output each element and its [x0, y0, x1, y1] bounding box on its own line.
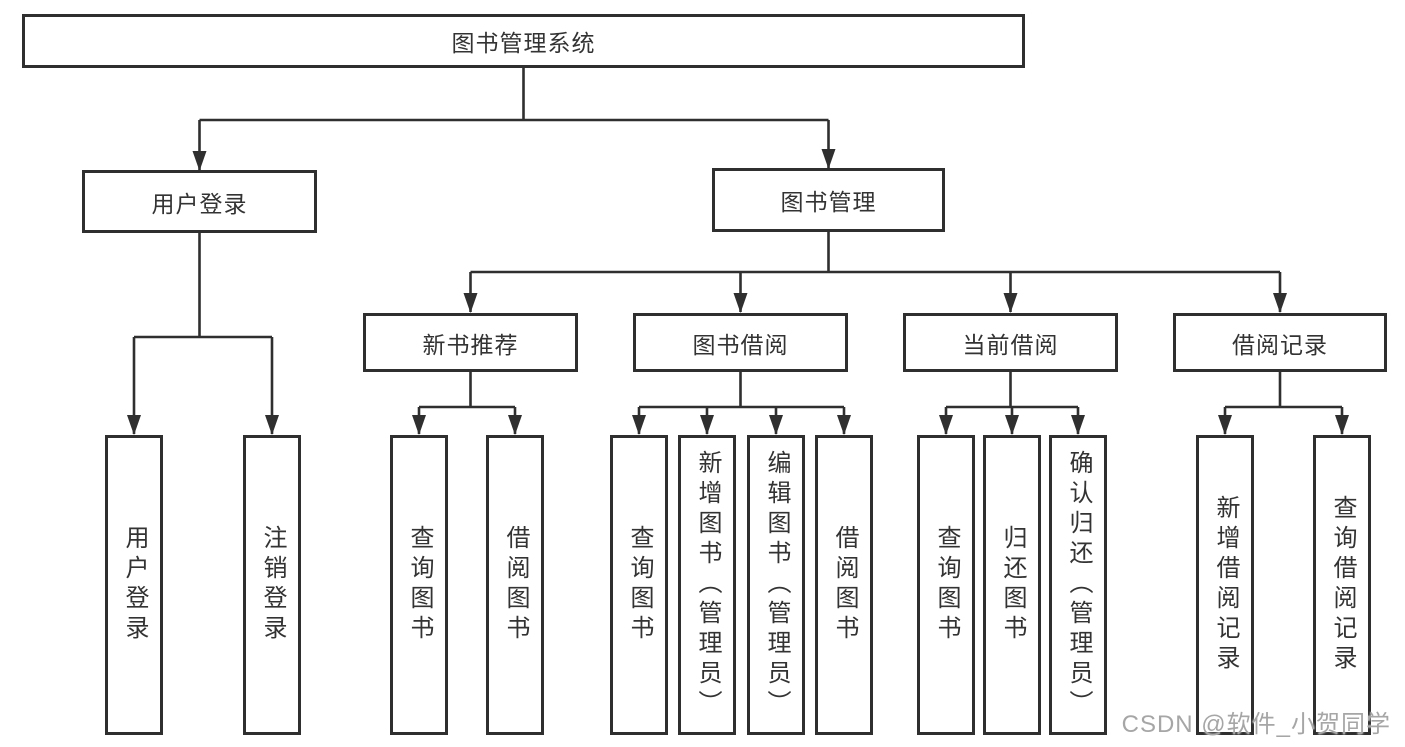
leaf-logout: 注销登录	[243, 435, 301, 735]
leaf-edit-books-admin: 编辑图书（管理员）	[747, 435, 805, 735]
node-borrowing-records: 借阅记录	[1173, 313, 1387, 372]
node-new-book-recommendation: 新书推荐	[363, 313, 578, 372]
node-book-borrowing: 图书借阅	[633, 313, 848, 372]
leaf-query-books-recommend: 查询图书	[390, 435, 448, 735]
leaf-return-books: 归还图书	[983, 435, 1041, 735]
leaf-query-books-current: 查询图书	[917, 435, 975, 735]
node-library-management-system: 图书管理系统	[22, 14, 1025, 68]
leaf-borrow-books-recommend: 借阅图书	[486, 435, 544, 735]
leaf-query-borrow-record: 查询借阅记录	[1313, 435, 1371, 735]
leaf-add-borrow-record: 新增借阅记录	[1196, 435, 1254, 735]
leaf-confirm-return-admin: 确认归还（管理员）	[1049, 435, 1107, 735]
leaf-user-login: 用户登录	[105, 435, 163, 735]
node-current-borrowing: 当前借阅	[903, 313, 1118, 372]
watermark: CSDN @软件_小贺同学	[1121, 711, 1391, 738]
leaf-add-books-admin: 新增图书（管理员）	[678, 435, 736, 735]
leaf-query-books-borrowing: 查询图书	[610, 435, 668, 735]
leaf-borrow-books-borrowing: 借阅图书	[815, 435, 873, 735]
node-user-login: 用户登录	[82, 170, 317, 233]
node-book-management: 图书管理	[712, 168, 945, 232]
